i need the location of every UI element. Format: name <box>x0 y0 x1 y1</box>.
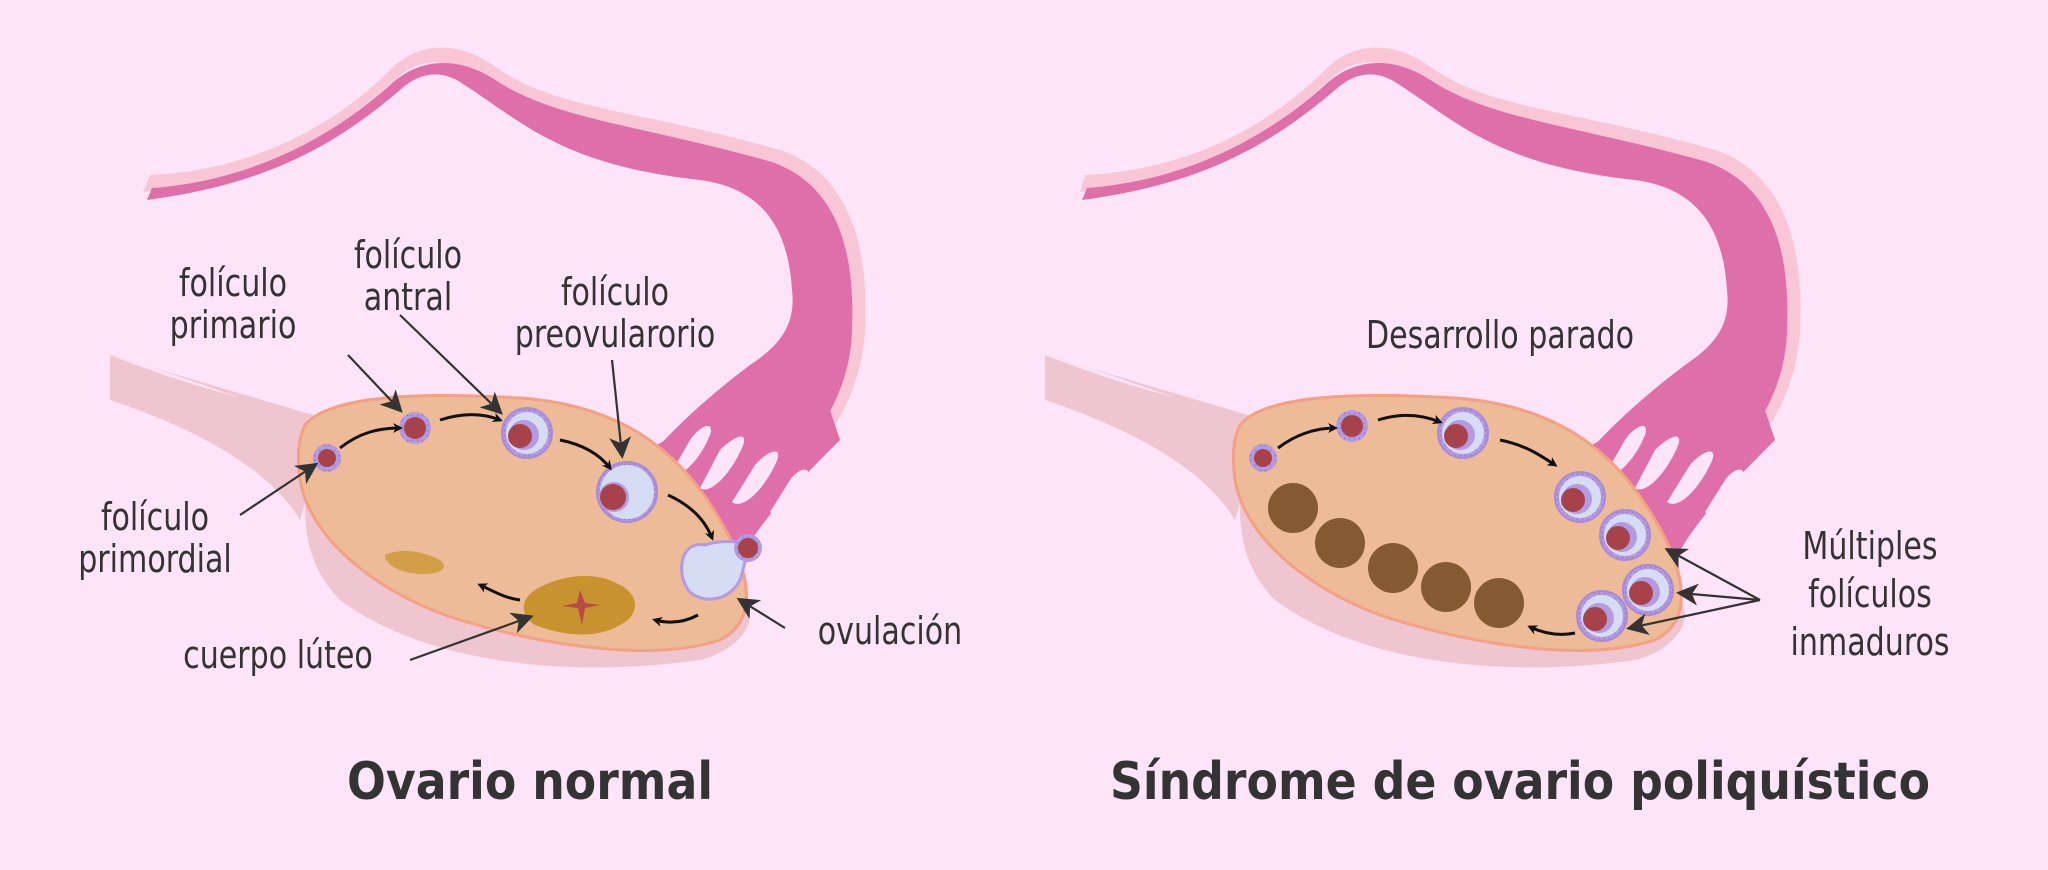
label-ovulation: ovulación <box>793 610 987 652</box>
label-preovulatory-follicle: folículo preovularorio <box>492 271 738 355</box>
label-antral-follicle: folículo antral <box>333 234 483 318</box>
title-pcos: Síndrome de ovario poliquístico <box>1109 752 1931 812</box>
label-line: Múltiples <box>1802 524 1938 568</box>
label-line: folículos <box>1808 572 1932 616</box>
label-line: antral <box>363 275 453 319</box>
label-line: folículo <box>100 495 210 539</box>
label-line: folículo <box>178 261 288 305</box>
label-multiple-immature-follicles: Múltiples folículos inmaduros <box>1756 522 1985 666</box>
label-primordial-follicle: folículo primordial <box>71 496 238 580</box>
normal-ovary-illustration <box>110 47 866 668</box>
label-line: preovularorio <box>514 312 716 356</box>
label-line: cuerpo lúteo <box>183 633 373 677</box>
label-corpus-luteum: cuerpo lúteo <box>164 634 393 676</box>
label-line: inmaduros <box>1790 620 1950 664</box>
title-normal-ovary: Ovario normal <box>346 752 714 812</box>
label-line: primordial <box>78 537 232 581</box>
label-line: ovulación <box>817 609 963 653</box>
label-line: folículo <box>560 270 670 314</box>
label-primary-follicle: folículo primario <box>158 262 308 346</box>
pcos-ovary-illustration <box>1045 47 1801 668</box>
label-arrested-development: Desarrollo parado <box>1324 314 1676 356</box>
label-line: folículo <box>353 233 463 277</box>
label-line: Desarrollo parado <box>1365 313 1635 357</box>
label-line: primario <box>169 303 297 347</box>
